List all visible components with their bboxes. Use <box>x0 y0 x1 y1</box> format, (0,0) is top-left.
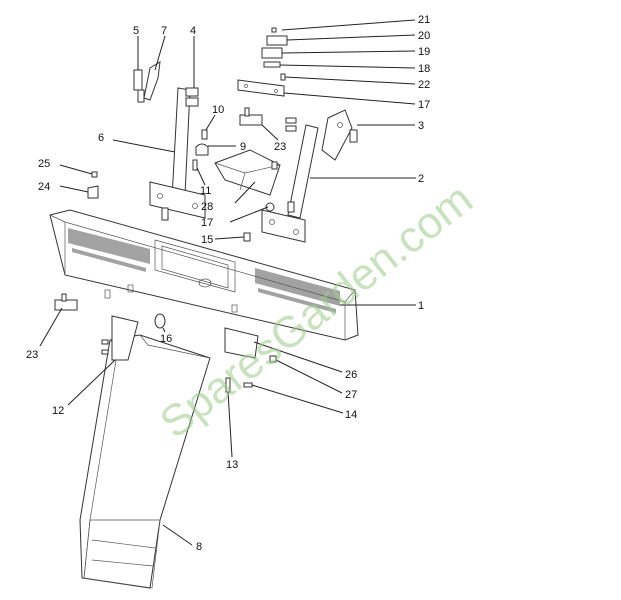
callout-12: 12 <box>52 405 64 417</box>
part-28-cover-plate <box>214 149 281 196</box>
part-16-washer <box>154 313 166 329</box>
part-6-left-support-bar <box>149 87 206 221</box>
part-17-plate-upper <box>237 79 285 97</box>
callout-9: 9 <box>240 141 246 153</box>
part-20-switch-cap <box>266 35 288 46</box>
part-26-bracket <box>224 327 259 359</box>
part-18-retainer <box>263 61 281 68</box>
part-8-lower-chute <box>79 334 211 589</box>
callout-8: 8 <box>196 541 202 553</box>
callout-23-upper: 23 <box>274 141 286 153</box>
callout-23-lower: 23 <box>26 349 38 361</box>
callout-14: 14 <box>345 409 357 421</box>
part-21-screw <box>271 27 277 33</box>
callout-26: 26 <box>345 369 357 381</box>
callout-21: 21 <box>418 14 430 26</box>
vent-grille-left <box>68 228 150 272</box>
part-27-nut <box>269 355 277 363</box>
part-23-bracket-upper <box>239 107 297 132</box>
callout-27: 27 <box>345 389 357 401</box>
part-24-knob <box>87 185 99 199</box>
callout-1: 1 <box>418 300 424 312</box>
callout-13: 13 <box>226 459 238 471</box>
callout-17-upper: 17 <box>418 99 430 111</box>
part-11-bolt <box>192 159 198 171</box>
part-3-hinge-bracket <box>321 109 358 161</box>
callout-15: 15 <box>201 234 213 246</box>
part-5-clip <box>133 69 145 103</box>
part-4-bushing <box>185 87 199 107</box>
callout-22: 22 <box>418 79 430 91</box>
callout-2: 2 <box>418 173 424 185</box>
callout-3: 3 <box>418 120 424 132</box>
part-9-clamp <box>195 143 209 156</box>
callout-11: 11 <box>200 185 211 197</box>
callout-5: 5 <box>133 25 139 37</box>
part-19-switch <box>261 47 283 59</box>
part-1-dash-panel <box>49 209 359 341</box>
part-7-lever <box>143 61 161 101</box>
callout-18: 18 <box>418 63 430 75</box>
callout-7: 7 <box>161 25 167 37</box>
part-2-right-support-bar <box>261 124 319 243</box>
part-10-screw <box>201 129 208 140</box>
callout-4: 4 <box>190 25 196 37</box>
callout-28: 28 <box>201 201 213 213</box>
callout-10: 10 <box>212 104 224 116</box>
callout-labels: 21 20 19 18 22 17 3 5 7 4 10 6 9 23 2 25… <box>26 14 430 553</box>
vent-grille-right <box>255 268 340 313</box>
part-12-bracket <box>101 315 139 361</box>
callout-20: 20 <box>418 30 430 42</box>
part-15-bolt <box>243 232 251 242</box>
leader-lines <box>39 19 416 546</box>
callout-24: 24 <box>38 181 50 193</box>
part-23-switch-lower <box>54 293 78 311</box>
part-22-screw <box>280 73 286 81</box>
callout-6: 6 <box>98 132 104 144</box>
callout-17-lower: 17 <box>201 217 213 229</box>
callout-19: 19 <box>418 46 430 58</box>
callout-25: 25 <box>38 158 50 170</box>
part-17-nut-lower <box>265 202 275 212</box>
part-25-pin <box>91 171 98 178</box>
callout-16: 16 <box>160 333 172 345</box>
